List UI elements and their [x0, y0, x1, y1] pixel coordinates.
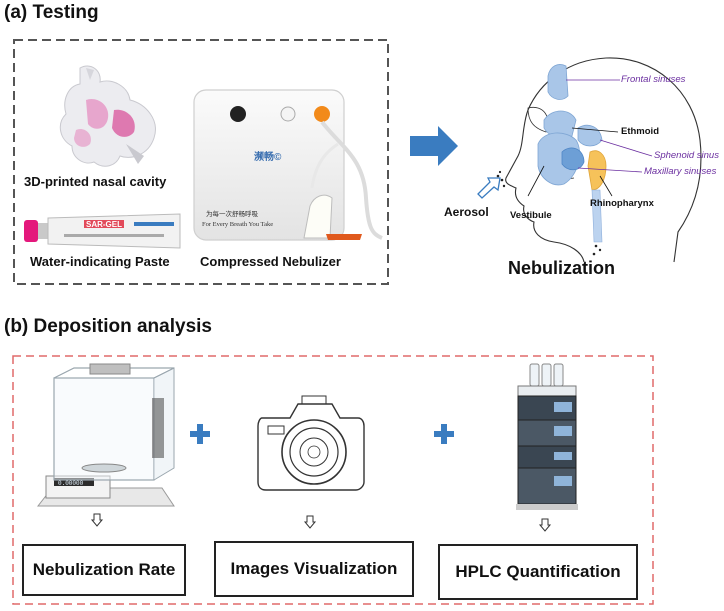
nasal-cavity-model-image [59, 65, 156, 167]
sphenoid-sinus-label: Sphenoid sinus [654, 150, 719, 161]
maxillary-sinuses-label: Maxillary sinuses [644, 166, 717, 177]
frontal-sinuses-label: Frontal sinuses [621, 74, 686, 85]
aerosol-arrow-icon [477, 177, 501, 199]
nebulizer-caption: Compressed Nebulizer [200, 254, 341, 269]
camera-icon [257, 395, 365, 491]
down-arrow-icon-1 [90, 513, 104, 527]
process-arrow-icon [410, 126, 458, 166]
section-a-title: (a) Testing [4, 2, 99, 23]
plus-icon-2 [434, 424, 454, 444]
nebulizer-slogan-cn: 为每一次舒畅呼吸 [206, 209, 259, 218]
hplc-icon [516, 363, 578, 510]
rhinopharynx-label: Rhinopharynx [590, 198, 654, 209]
balance-icon: 0.00000 [36, 363, 175, 507]
ethmoid-label: Ethmoid [621, 126, 659, 137]
head-sinus-diagram [494, 57, 702, 263]
down-arrow-icon-2 [303, 515, 317, 529]
tube-brand-text: SAR-GEL [86, 220, 122, 229]
nebulization-title: Nebulization [508, 258, 615, 278]
nebulizer-image: 濒畅© 为每一次舒畅呼吸 For Every Breath You Take [193, 89, 383, 241]
down-arrow-icon-3 [538, 518, 552, 532]
paste-caption: Water-indicating Paste [30, 254, 170, 269]
balance-display: 0.00000 [58, 480, 84, 487]
aerosol-label: Aerosol [444, 205, 489, 219]
section-b-title: (b) Deposition analysis [4, 316, 212, 337]
nebulizer-brand: 濒畅© [254, 150, 282, 163]
vestibule-label: Vestibule [510, 210, 552, 221]
nebulizer-slogan-en: For Every Breath You Take [202, 221, 273, 228]
plus-icon [190, 424, 210, 444]
paste-tube-image: SAR-GEL [24, 213, 181, 249]
images-visualization-box: Images Visualization [214, 541, 414, 597]
nasal-cavity-caption: 3D-printed nasal cavity [24, 174, 167, 189]
nebulization-rate-box: Nebulization Rate [22, 544, 186, 596]
hplc-quantification-box: HPLC Quantification [438, 544, 638, 600]
